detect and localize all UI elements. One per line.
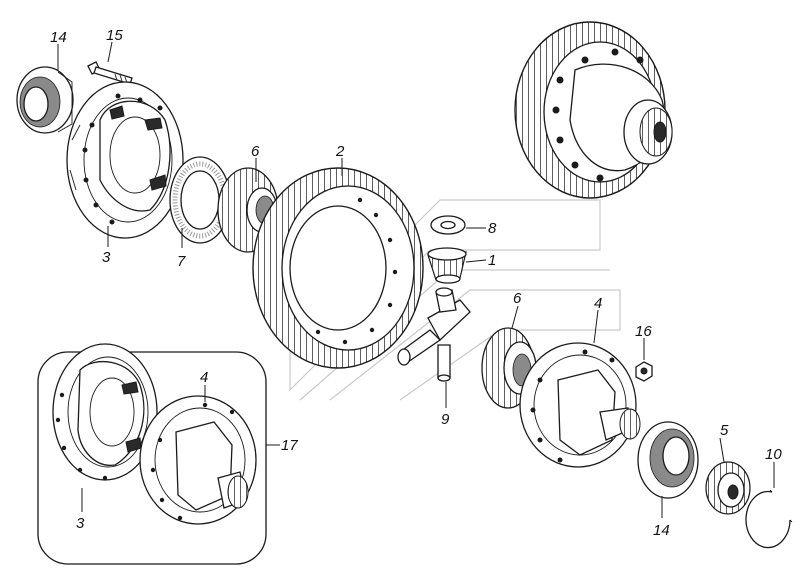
spider-cross <box>397 287 471 382</box>
callout-labels: 14 15 3 7 6 2 8 1 6 9 4 16 5 10 14 17 4 … <box>50 27 782 539</box>
callout-3-top: 3 <box>102 249 111 266</box>
callout-7: 7 <box>177 253 186 270</box>
callout-15: 15 <box>106 27 123 44</box>
callout-1: 1 <box>488 252 496 269</box>
pinion-washer <box>430 215 466 235</box>
callout-16: 16 <box>635 323 652 340</box>
callout-17: 17 <box>281 437 298 454</box>
callout-9: 9 <box>441 411 450 428</box>
callout-5: 5 <box>720 422 729 439</box>
callout-8: 8 <box>488 220 497 237</box>
pinion-gear <box>427 247 467 284</box>
snap-ring <box>745 489 793 549</box>
adjusting-nut <box>705 461 751 515</box>
callout-14-bottom: 14 <box>653 522 670 539</box>
bearing-top-left <box>16 66 74 134</box>
callout-6-top: 6 <box>251 143 260 160</box>
callout-14-top: 14 <box>50 29 67 46</box>
callout-3-inset: 3 <box>76 515 85 532</box>
bearing-bottom-right <box>637 421 699 499</box>
ring-gear <box>252 167 424 369</box>
callout-4-inset: 4 <box>200 369 208 386</box>
thrust-washer <box>169 156 231 244</box>
nut <box>635 361 653 382</box>
differential-assembly <box>514 21 673 199</box>
callout-2: 2 <box>335 143 345 160</box>
leader-lines <box>57 41 775 518</box>
callout-4-right: 4 <box>594 295 602 312</box>
callout-6-mid: 6 <box>513 290 522 307</box>
side-gear-middle <box>481 327 537 409</box>
bolt <box>87 61 133 85</box>
callout-10: 10 <box>765 446 782 463</box>
housing-flange-top <box>66 81 184 239</box>
housing-half-right <box>519 342 641 468</box>
inset-housing-assembly <box>37 343 267 565</box>
